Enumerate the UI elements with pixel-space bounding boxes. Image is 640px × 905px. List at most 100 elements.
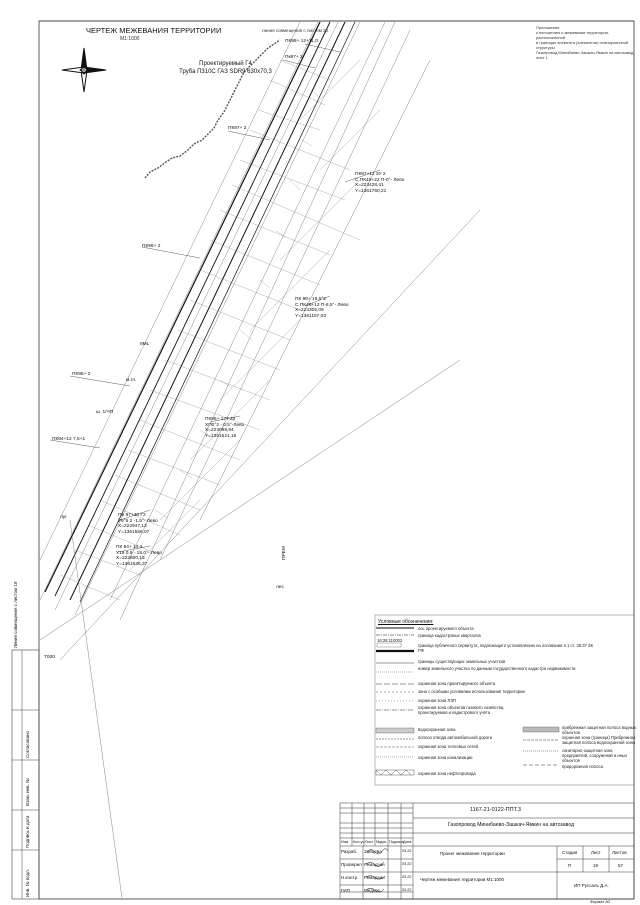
point-3-name: ПК95+ 177 32 xyxy=(205,417,236,422)
map-label-misc: луг xyxy=(60,515,67,520)
stamp-col-head: №док. xyxy=(376,840,388,844)
legend-item: ось проектируемого объекта xyxy=(418,626,474,631)
drawing-title: ЧЕРТЕЖ МЕЖЕВАНИЯ ТЕРРИТОРИИ xyxy=(86,27,221,35)
map-label-misc: м.гп. xyxy=(126,378,137,383)
stamp-col-head: Лист xyxy=(365,840,374,844)
legend-item: граница кадастровых кварталов xyxy=(418,633,481,638)
stamp-drawing: Чертеж межевания территории М1:1000 xyxy=(420,877,505,882)
stamp-stage-head: Лист xyxy=(591,850,601,855)
legend-item-right: охранная зона (граница) Прибрежная защит… xyxy=(562,735,636,745)
legend-item: охранная зона тепловых сетей xyxy=(418,744,479,749)
pipe-label-line2: Труба П310С ГАЗ SDR9 630х70,3 xyxy=(179,69,272,75)
legend-code: 16:26:110002 xyxy=(377,638,403,643)
left-cell-replace: Взам. инв. № xyxy=(25,778,30,806)
stamp-person: Зайцева xyxy=(364,849,382,854)
point-1-x: X=223428,41 xyxy=(355,183,384,188)
legend-item: охранная зона нефтепровода xyxy=(418,771,476,776)
map-label-misc: ПРЕМ xyxy=(282,546,287,560)
point-3: ПК95+ 177 32 ХП0°2 - 0,5°-Лево X=223099,… xyxy=(205,417,244,439)
map-label-misc: Т000 xyxy=(44,655,55,660)
stamp-col-head: Изм. xyxy=(341,840,350,844)
legend-item: границы существующих земельных участков xyxy=(418,659,506,664)
left-cell-inv: Инв. № подл. xyxy=(25,868,30,897)
map-label-pk97: Пк97+ 2 xyxy=(285,55,303,60)
appendix-line: Газопровод Минибаево-Зашкач-Ямкин на авт… xyxy=(536,50,634,55)
map-label-pk97b: ПК97+ 2 xyxy=(228,126,247,131)
point-5-y: Y=1361636,37 xyxy=(116,561,148,567)
pipe-label: Проектируемый Г4 Труба П310С ГАЗ SDR9 63… xyxy=(168,60,283,76)
appendix-block: Приложение к положению о межевании терри… xyxy=(536,25,636,60)
map-label-pk95: ПК95+ 2 xyxy=(72,372,91,377)
point-4-y: Y=1361556,07 xyxy=(118,529,150,535)
stamp-stage-val: П xyxy=(568,863,572,868)
point-3-angle: ХП0°2 - 0,5°-Лево xyxy=(205,422,245,428)
legend-item-right: санитарно-защитная зона предприятий, соо… xyxy=(562,748,628,763)
appendix-line: Приложение xyxy=(536,25,560,30)
left-join-note: Линия совмещения с листом 18 xyxy=(13,581,18,649)
stamp-role: ГИП xyxy=(341,888,350,893)
stamp-person: Ремадзин xyxy=(364,862,385,867)
title-text: ЧЕРТЕЖ МЕЖЕВАНИЯ ТЕРРИТОРИИ xyxy=(86,26,222,35)
stamp-date: 03.22 xyxy=(402,875,412,879)
point-5-x: X=222800,15 xyxy=(116,556,145,561)
point-4-x: X=222947,13 xyxy=(118,524,147,529)
point-2-angle: С ПК49+12 П-8,5°- Лево xyxy=(295,302,349,308)
north-arrow-icon xyxy=(61,47,107,93)
legend-item: полоса отвода автомобильной дороги xyxy=(418,735,493,740)
left-cell-sign: Подпись и дата xyxy=(25,815,30,848)
stamp-org: ИП Руссаль Д.А. xyxy=(574,883,609,888)
stamp-section: Проект межевания территории xyxy=(440,851,505,856)
point-1: ПК97+11 ЗУ 2 С ПК49+22 П-0°- Лево X=2234… xyxy=(355,172,404,194)
legend-item: охранная зона ЛЭП xyxy=(418,698,457,703)
point-4: ПК 97+38 Г2 У9°6 2 -1,5°- Лево X=222947,… xyxy=(118,513,158,535)
map-label-misc: 8ML xyxy=(140,342,150,347)
stamp-role: Н.контр. xyxy=(341,875,359,880)
map-label-misc: ш. 1/ЧП xyxy=(96,410,114,415)
appendix-line: лист 1 xyxy=(536,55,548,60)
left-cell-agreed: Согласовано xyxy=(25,730,30,758)
legend-item: охранная зона проектируемого объекта xyxy=(418,681,496,686)
point-5: ПК 94+ 14 2 У19 0,9 - 15,0°- Лево X=2228… xyxy=(116,545,162,567)
stamp-person: Медков xyxy=(364,888,380,893)
legend-item: водоохранная зона xyxy=(418,727,456,732)
stamp-stage-head: Стадия xyxy=(562,850,578,855)
point-5-angle: У19 0,9 - 15,0°- Лево xyxy=(116,550,162,556)
stamp-stage-val: 57 xyxy=(618,863,624,868)
map-label-misc: лес xyxy=(276,585,284,590)
stamp-stage-head: Листов xyxy=(612,850,627,855)
appendix-line: к положению о межевании территории, расп… xyxy=(536,30,609,40)
drawing-scale: М1:1000 xyxy=(120,36,140,42)
stamp-person: Ремадзин xyxy=(364,875,385,880)
stamp-format: Формат А2 xyxy=(590,899,611,904)
stamp-col-head: Подпись xyxy=(389,840,405,844)
stamp-role: Проверил xyxy=(341,862,362,867)
point-1-angle: С ПК49+22 П-0°- Лево xyxy=(355,177,405,183)
legend-item: зона с особыми условиями использования т… xyxy=(418,689,525,694)
legend-title: Условные обозначения: xyxy=(378,619,434,625)
appendix-line: в границах элемента (элементов) планиров… xyxy=(536,40,629,50)
legend-item: граница публичного сервитута, подлежащег… xyxy=(418,643,594,653)
stamp-doc-code: 1167-21-0122-ППТ.3 xyxy=(470,807,521,813)
stamp-date: 03.22 xyxy=(402,862,412,866)
legend-item: охранная зона канализации xyxy=(418,755,473,760)
stamp-stage-val: 19 xyxy=(593,863,599,868)
legend-item: охранная зона объектов газового хозяйств… xyxy=(418,705,505,715)
legend-item-right: придорожная полоса xyxy=(562,764,603,769)
stamp-col-head: Кол.уч xyxy=(353,840,365,844)
legend-item-right: прибрежная защитная полоса водных объект… xyxy=(562,725,637,735)
map-label-pk98: ПК98+ 12+11,0 xyxy=(285,39,318,44)
legend-item: номер земельного участка по данным госуд… xyxy=(418,666,576,671)
stamp-date: 03.22 xyxy=(402,888,412,892)
point-4-angle: У9°6 2 -1,5°- Лево xyxy=(118,518,158,524)
point-2: ПК 96+ 18,5°2 С ПК49+12 П-8,5°- Лево X=2… xyxy=(295,297,348,319)
map-label-pk96: ПК96+ 2 xyxy=(142,244,161,249)
map-label-pk94: ПК94+12 7,5+1 xyxy=(52,437,86,442)
stamp-project: Газопровод Минибаево-Зашкач-Ямкин на авт… xyxy=(448,822,575,828)
point-2-name: ПК 96+ 18,5°2 xyxy=(295,297,326,302)
stamp-date: 03.22 xyxy=(402,849,412,853)
sheet-join-note: линия совмещения с листом 20 xyxy=(262,28,329,33)
point-3-y: Y=1361521,16 xyxy=(205,433,237,439)
point-2-x: X=223305,09 xyxy=(295,308,324,313)
